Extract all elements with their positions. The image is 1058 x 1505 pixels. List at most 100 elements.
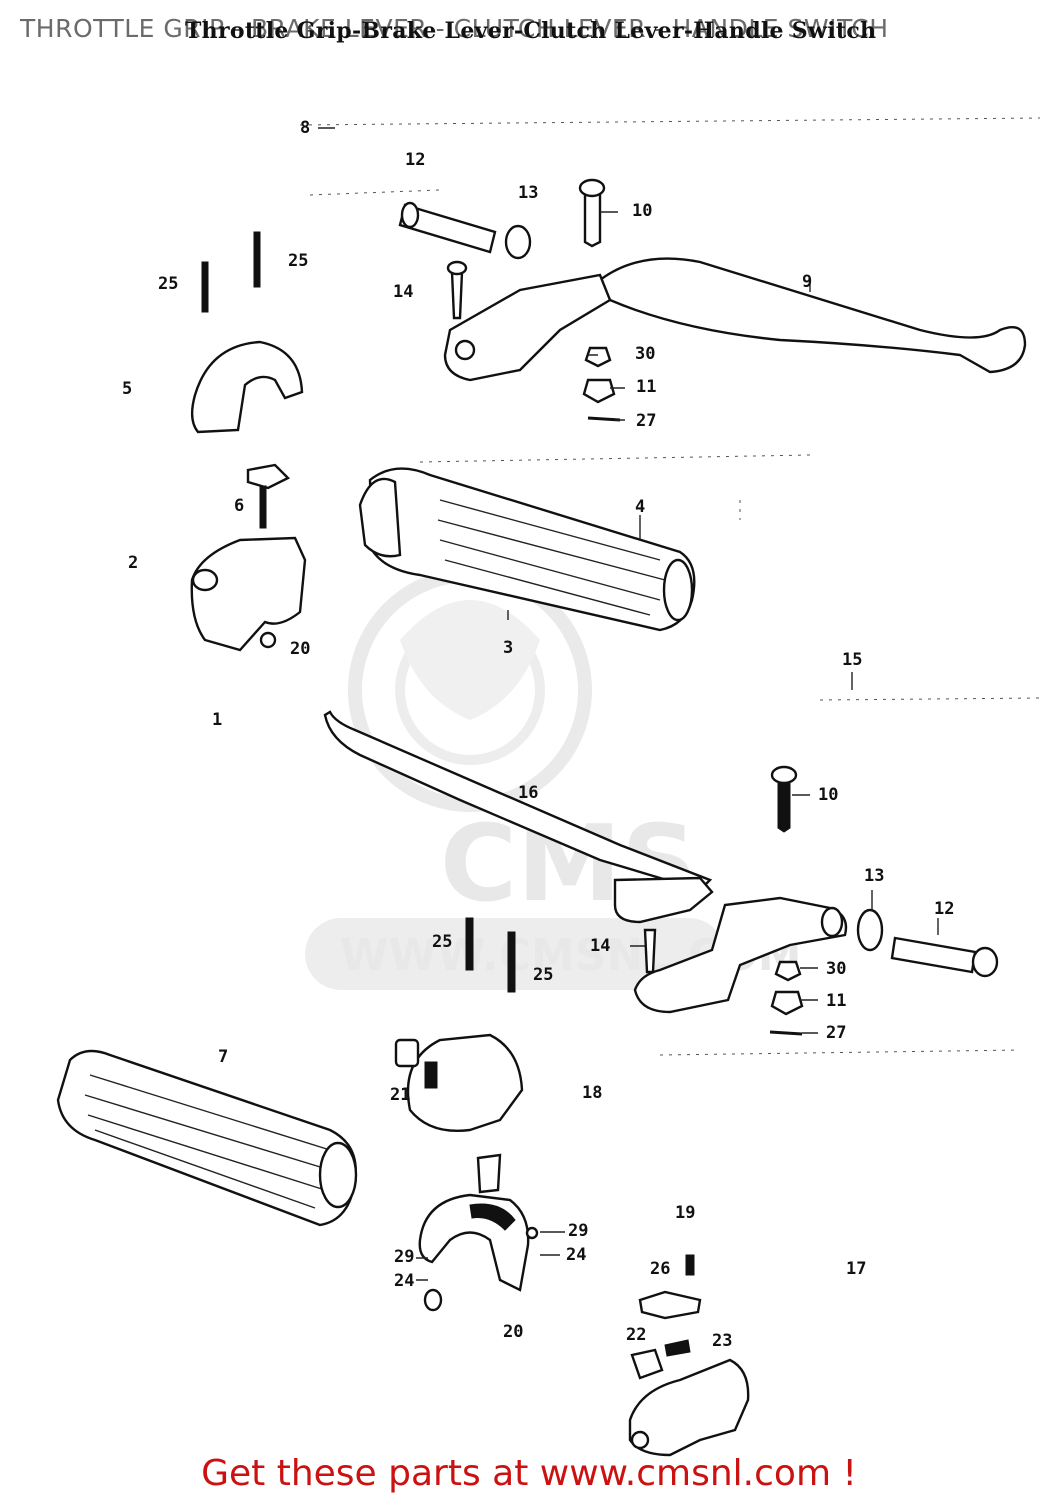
guide-line	[299, 117, 1041, 126]
left-grip	[56, 1049, 358, 1227]
part-callout-24: 24	[394, 1271, 414, 1291]
part-callout-4: 4	[635, 497, 645, 517]
part-callout-6: 6	[234, 496, 244, 516]
part-callout-25: 25	[533, 965, 553, 985]
part-callout-19: 19	[675, 1203, 695, 1223]
part-callout-12: 12	[405, 150, 425, 170]
housing-hole	[191, 568, 219, 592]
grip-ridges	[437, 499, 666, 616]
part-callout-16: 16	[518, 783, 538, 803]
part-callout-18: 18	[582, 1083, 602, 1103]
part-callout-22: 22	[626, 1325, 646, 1345]
part-callout-14: 14	[393, 282, 413, 302]
guide-line	[309, 189, 441, 196]
part-callout-2: 2	[128, 553, 138, 573]
clutch-bracket-hole	[820, 906, 844, 938]
leader-lines	[318, 127, 939, 1281]
clutch-nut-11	[770, 990, 804, 1016]
left-grip-body	[56, 1049, 357, 1227]
dimmer-housing-17	[628, 1358, 750, 1457]
upper-switch-housing	[190, 231, 304, 434]
throttle-grip-end	[662, 558, 694, 622]
clutch-cotter-pin	[769, 1030, 803, 1036]
clutch-screw-14	[643, 928, 657, 974]
page-title: THROTTLE GRIP - BRAKE LEVER - CLUTCH LEV…	[20, 14, 889, 43]
part-callout-29: 29	[568, 1221, 588, 1241]
switch-button-21	[394, 1038, 420, 1068]
brake-lever-bracket	[443, 273, 612, 382]
part-callout-7: 7	[218, 1047, 228, 1067]
part-callout-1: 1	[212, 710, 222, 730]
part-callout-14: 14	[590, 936, 610, 956]
left-grip-ridges	[84, 1074, 331, 1209]
part-callout-5: 5	[122, 379, 132, 399]
switch-knob	[424, 1061, 438, 1089]
switch-tab	[476, 1153, 502, 1194]
part-callout-30: 30	[826, 959, 846, 979]
part-callout-9: 9	[802, 272, 812, 292]
brake-washer-30	[584, 346, 612, 368]
clutch-lever-bracket	[633, 896, 848, 1014]
part-callout-26: 26	[650, 1259, 670, 1279]
screw-25-b	[507, 931, 516, 993]
guide-line	[819, 697, 1041, 701]
part-callout-3: 3	[503, 638, 513, 658]
part-callout-10: 10	[632, 201, 652, 221]
dimmer-hole	[630, 1430, 650, 1450]
dimmer-knob-22	[630, 1348, 664, 1380]
handlebar-tube	[323, 710, 713, 892]
brake-nut-11	[582, 378, 616, 404]
part-callout-29: 29	[394, 1247, 414, 1267]
part-callout-11: 11	[826, 991, 846, 1011]
clutch-lever-tip	[613, 876, 714, 924]
dimmer-contact-19	[638, 1290, 702, 1320]
guide-line	[659, 1049, 1021, 1056]
brake-cotter-pin	[587, 416, 621, 422]
handle-switch-lower	[418, 1153, 539, 1312]
clutch-adjuster-bolt	[890, 936, 977, 974]
clutch-washer-13	[856, 908, 884, 952]
switch-inner	[469, 1203, 516, 1231]
part-callout-25: 25	[432, 932, 452, 952]
brake-lever	[598, 257, 1027, 374]
throttle-nut-20	[259, 631, 277, 649]
part-callout-17: 17	[846, 1259, 866, 1279]
switch-housing-upper	[190, 340, 304, 434]
adjuster-head	[400, 201, 420, 229]
brake-screw-head	[446, 260, 468, 276]
left-grip-end	[318, 1141, 358, 1209]
part-callout-11: 11	[636, 377, 656, 397]
part-callout-10: 10	[818, 785, 838, 805]
clutch-lever-assembly	[465, 765, 999, 1036]
part-callout-25: 25	[158, 274, 178, 294]
shop-link-banner[interactable]: Get these parts at www.cmsnl.com !	[201, 1453, 857, 1494]
handle-switch-upper	[394, 1033, 524, 1132]
guide-line	[419, 454, 811, 463]
part-callout-8: 8	[300, 118, 310, 138]
handlebar	[323, 710, 713, 892]
part-callout-27: 27	[826, 1023, 846, 1043]
part-callout-15: 15	[842, 650, 862, 670]
screw-25-left	[201, 261, 209, 313]
dimmer-screw-26	[685, 1254, 695, 1276]
throttle-housing-body	[190, 536, 307, 652]
throttle-cable-guide	[246, 463, 291, 490]
brake-pivot-bolt	[583, 188, 602, 248]
part-callout-13: 13	[518, 183, 538, 203]
part-callout-20: 20	[503, 1322, 523, 1342]
part-callout-23: 23	[712, 1331, 732, 1351]
throttle-screw	[259, 485, 267, 529]
dimmer-switch	[628, 1254, 750, 1457]
switch-terminal	[423, 1288, 443, 1312]
throttle-grip	[358, 467, 696, 632]
screw-25-right	[253, 231, 261, 288]
bracket-hole	[454, 339, 476, 361]
part-callout-27: 27	[636, 411, 656, 431]
pivot-bolt-head	[578, 178, 606, 198]
throttle-housing	[190, 463, 307, 652]
part-callout-30: 30	[635, 344, 655, 364]
brake-washer	[504, 224, 532, 260]
scanned-diagram-title: Throttle Grip-Brake Lever-Clutch Lever-H…	[185, 18, 877, 44]
brake-lever-assembly	[398, 178, 1027, 422]
